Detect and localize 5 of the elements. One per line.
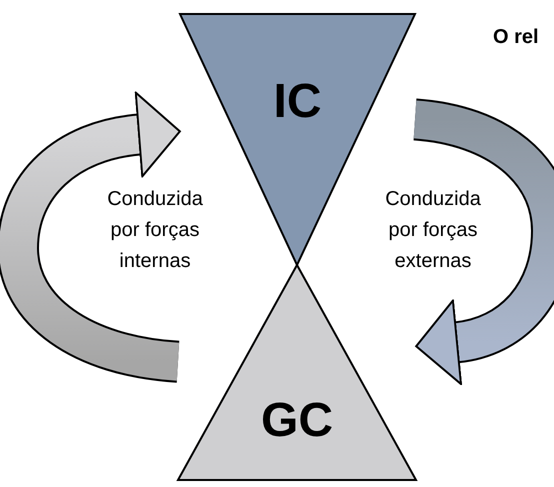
title: O rel — [493, 26, 539, 49]
node-label: IC — [272, 78, 322, 126]
node-label: GC — [260, 397, 334, 445]
edge-label: Conduzida por forças internas — [106, 187, 204, 274]
edge-label: Conduzida por forças externas — [384, 187, 482, 274]
